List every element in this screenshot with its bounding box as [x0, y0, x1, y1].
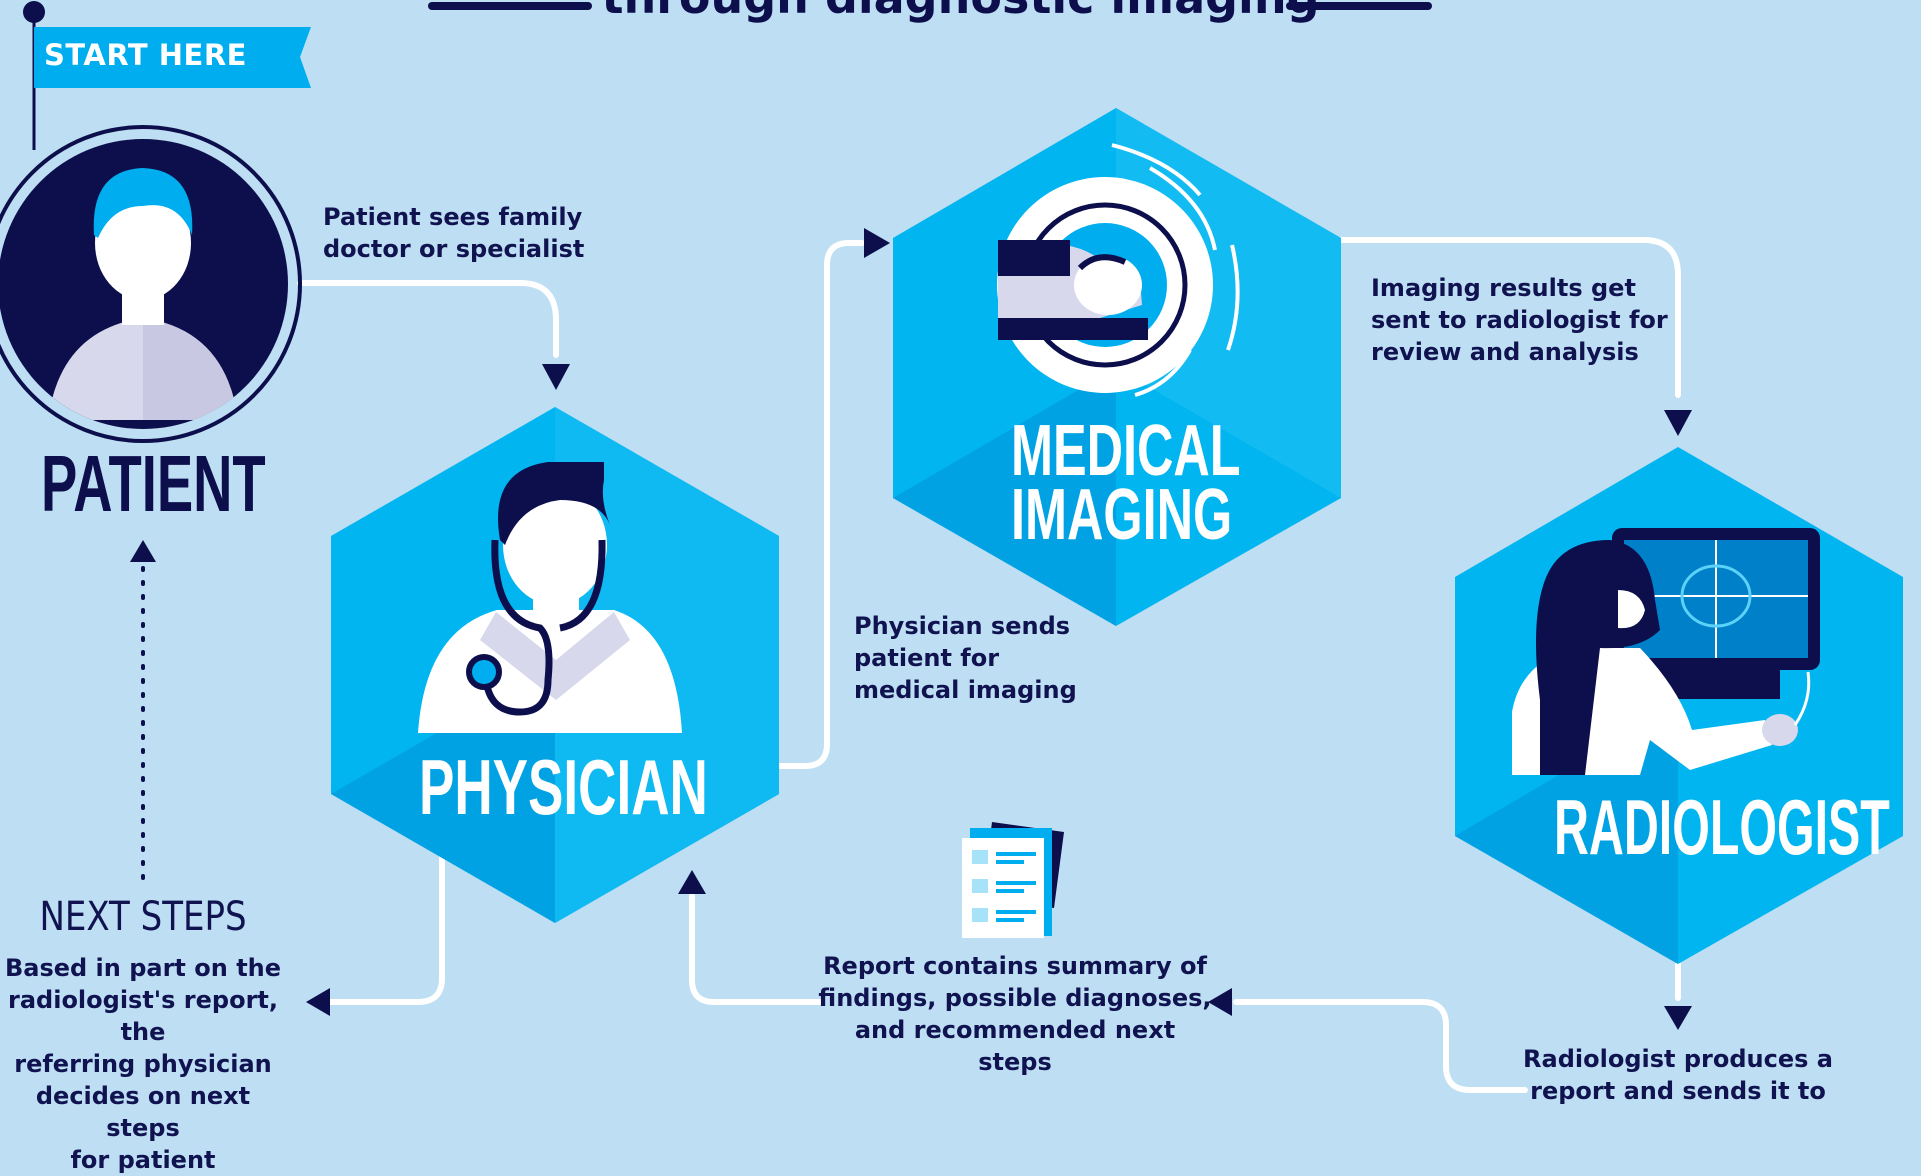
text-line: Physician sends	[854, 612, 1071, 640]
patient-label: PATIENT	[41, 439, 266, 528]
text-line: report and sends it to	[1530, 1077, 1826, 1105]
report-step-text: Report contains summary of findings, pos…	[815, 950, 1215, 1078]
next-steps-text: Based in part on the radiologist's repor…	[0, 952, 286, 1176]
text-line: patient for	[854, 644, 1000, 672]
text-line: and recommended next steps	[854, 1016, 1176, 1076]
workflow-diagram	[0, 1, 1903, 1093]
arrow-down-icon	[542, 364, 570, 390]
physician-label: PHYSICIAN	[419, 743, 708, 831]
connectors	[297, 237, 1681, 1093]
arrow-down-icon	[1664, 1006, 1692, 1030]
arrow-up-icon	[130, 540, 156, 562]
text-line: Patient sees family	[323, 203, 583, 231]
text-line: radiologist's report, the	[8, 986, 278, 1046]
text-line: Imaging results get	[1371, 274, 1636, 302]
text-line: Radiologist produces a	[1523, 1045, 1833, 1073]
text-line: medical imaging	[854, 676, 1077, 704]
imaging-label-line1: MEDICAL	[1011, 411, 1241, 491]
next-steps-heading: NEXT STEPS	[39, 894, 247, 940]
doctor-stethoscope-icon	[418, 462, 682, 733]
physician-step-text: Physician sends patient for medical imag…	[854, 610, 1077, 706]
arrow-right-icon	[864, 228, 890, 258]
text-line: doctor or specialist	[323, 235, 585, 263]
connector-to-report-summary	[1233, 999, 1528, 1093]
text-line: Report contains summary of	[823, 952, 1207, 980]
radiologist-monitor-icon	[1512, 528, 1820, 775]
arrow-left-icon	[1208, 988, 1232, 1016]
arrow-up-icon	[678, 870, 706, 894]
text-line: review and analysis	[1371, 338, 1639, 366]
connector-imaging-radiologist	[1337, 237, 1681, 398]
patient-step-text: Patient sees family doctor or specialist	[323, 201, 584, 265]
text-line: sent to radiologist for	[1371, 306, 1668, 334]
imaging-step-text: Imaging results get sent to radiologist …	[1371, 272, 1668, 368]
text-line: findings, possible diagnoses,	[818, 984, 1212, 1012]
radiologist-step-text: Radiologist produces a report and sends …	[1478, 1043, 1878, 1107]
report-document-icon	[962, 822, 1064, 938]
connector-physician-nextsteps	[327, 855, 445, 1005]
text-line: decides on next steps	[35, 1082, 251, 1142]
text-line: referring physician	[14, 1050, 272, 1078]
connector-report-physician	[689, 893, 823, 1005]
arrow-down-icon	[1664, 410, 1692, 436]
arrow-heads	[130, 228, 1692, 1030]
page-title: through diagnostic imaging	[0, 0, 1921, 24]
arrow-left-icon	[306, 988, 330, 1016]
text-line: for patient	[70, 1146, 216, 1174]
imaging-label-line2: IMAGING	[1011, 475, 1233, 555]
start-here-label: START HERE	[44, 38, 247, 72]
text-line: Based in part on the	[4, 954, 282, 982]
start-flag	[23, 1, 311, 150]
radiologist-label: RADIOLOGIST	[1554, 783, 1890, 871]
patient-avatar-icon	[0, 125, 302, 443]
connector-patient-physician	[297, 280, 559, 358]
mri-scanner-icon	[997, 143, 1240, 397]
connector-physician-imaging	[777, 240, 865, 769]
